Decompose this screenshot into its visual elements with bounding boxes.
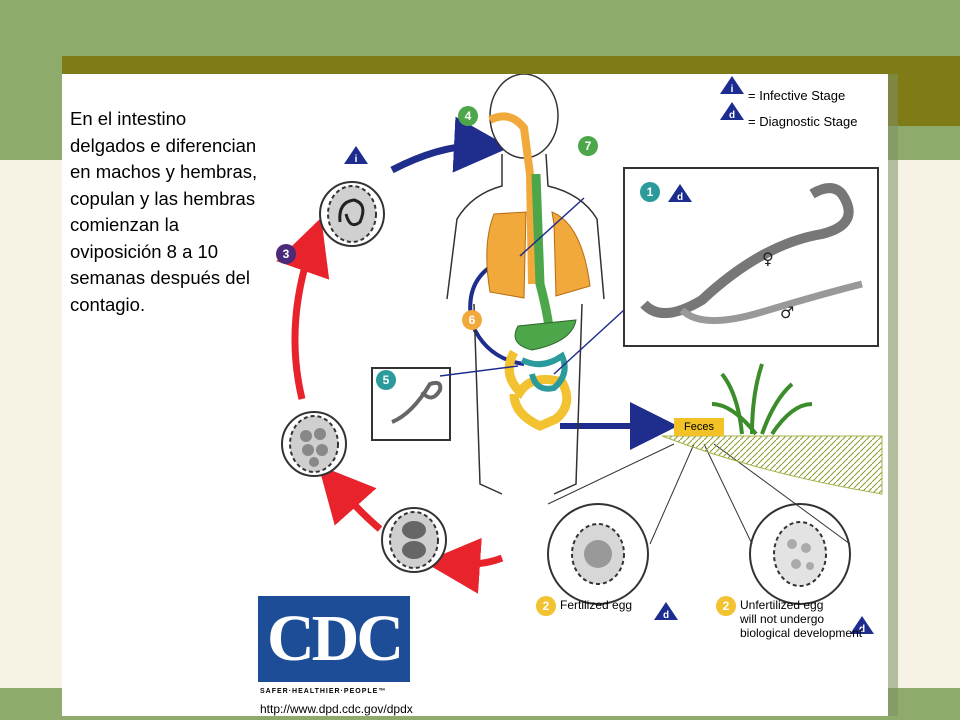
human-body xyxy=(446,74,605,495)
soil xyxy=(661,435,883,495)
infective-stage-icon xyxy=(720,76,744,94)
legend-row-infective: = Infective Stage xyxy=(714,82,857,108)
step-circle-5 xyxy=(376,370,396,390)
step-circle-2b xyxy=(716,596,736,616)
larva xyxy=(391,380,443,424)
unfertilized-egg-label-line3: biological development xyxy=(740,626,863,640)
step-circle-4 xyxy=(458,106,478,126)
male-worm xyxy=(679,280,863,324)
stage-symbol: i xyxy=(731,84,734,95)
lifecycle-diagram: 1 2 2 3 4 5 6 7 i d i d d d ♀ ♂ xyxy=(276,74,883,635)
legend-infective-label: = Infective Stage xyxy=(748,87,846,103)
cdc-logo-text: CDC xyxy=(267,602,404,675)
red-arrow-bottom xyxy=(424,537,504,594)
stage-symbol: d xyxy=(677,192,683,203)
diagnostic-stage-icon xyxy=(720,102,744,120)
fertilized-egg-label: Fertilized egg xyxy=(560,598,633,612)
diagnostic-marker-adults xyxy=(668,184,692,202)
stage-legend: = Infective Stage = Diagnostic Stage xyxy=(714,82,857,134)
egg-unfertilized xyxy=(749,503,851,605)
step-circle-6 xyxy=(462,310,482,330)
step-circle-2a xyxy=(536,596,556,616)
step-number: 1 xyxy=(647,185,654,199)
stage-symbol: d xyxy=(729,110,735,121)
cdc-tagline: SAFER·HEALTHIER·PEOPLE™ xyxy=(260,688,387,695)
legend-row-diagnostic: = Diagnostic Stage xyxy=(714,108,857,134)
cdc-logo: CDC xyxy=(258,596,410,682)
egg-morula xyxy=(281,411,347,477)
lifecycle-description: En el intestino delgados e diferencian e… xyxy=(70,108,258,315)
grass xyxy=(711,363,813,436)
unfertilized-egg-label-line2: will not undergo xyxy=(740,612,825,626)
egg-infective xyxy=(319,181,385,247)
red-arrow-lower-left xyxy=(318,465,383,532)
lifecycle-panel: 1 2 2 3 4 5 6 7 i d i d d d ♀ ♂ En el in… xyxy=(62,74,888,716)
legend-diagnostic-label: = Diagnostic Stage xyxy=(748,113,858,129)
cdc-url[interactable]: http://www.dpd.cdc.gov/dpdx xyxy=(260,702,413,716)
stage-symbol: d xyxy=(663,610,669,621)
step-number: 2 xyxy=(723,599,730,613)
step-circle-1 xyxy=(640,182,660,202)
step-number: 3 xyxy=(283,247,290,261)
step-number: 5 xyxy=(383,373,390,387)
red-arrow-left xyxy=(276,217,330,400)
male-symbol: ♂ xyxy=(780,303,794,322)
step-number: 7 xyxy=(585,139,592,153)
step-circle-7 xyxy=(578,136,598,156)
diagnostic-marker-unfertilized xyxy=(850,616,874,634)
female-symbol: ♀ xyxy=(762,249,774,268)
stage-symbol: d xyxy=(859,624,865,635)
panel-shadow xyxy=(888,74,898,716)
stage-symbol: i xyxy=(355,154,358,165)
egg-two-cell xyxy=(381,507,447,573)
egg-fertilized xyxy=(547,503,649,605)
step-number: 4 xyxy=(465,109,472,123)
step-number: 6 xyxy=(469,313,476,327)
step-number: 2 xyxy=(543,599,550,613)
diagnostic-marker-fertilized xyxy=(654,602,678,620)
feces-label: Feces xyxy=(674,418,724,436)
infective-stage-marker xyxy=(344,146,368,164)
unfertilized-egg-label: Unfertilized egg xyxy=(740,598,824,612)
step-circle-3 xyxy=(276,244,296,264)
blue-arrow-to-mouth xyxy=(390,116,510,174)
